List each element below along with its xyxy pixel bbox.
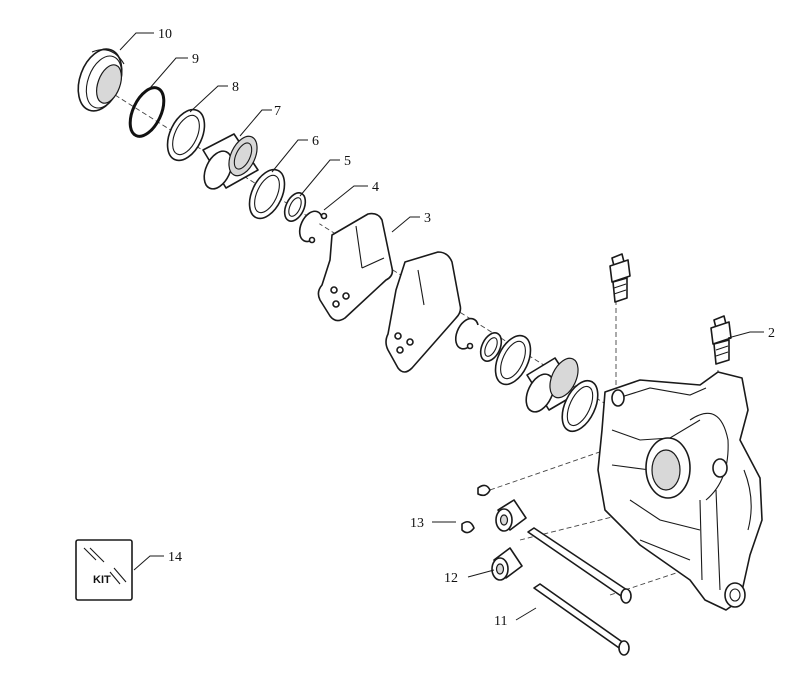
- kit-box-part-14: KIT: [75, 539, 133, 601]
- bleed-screw-left: [609, 253, 631, 303]
- piston-part-7: [202, 133, 259, 190]
- bushing-upper: [495, 499, 527, 532]
- small-ring-part-5: [283, 192, 307, 222]
- small-ring-rear: [479, 332, 503, 362]
- piston-rear: [525, 357, 579, 413]
- callout-11: 11: [494, 614, 507, 629]
- brake-pad-rear-part-3: [385, 251, 462, 373]
- callout-9: 9: [192, 52, 199, 67]
- callout-12: 12: [444, 571, 458, 586]
- callout-8: 8: [232, 80, 239, 95]
- callout-13: 13: [410, 516, 424, 531]
- guide-pin-upper: [527, 527, 632, 604]
- kit-label: KIT: [93, 574, 111, 586]
- caliper-body: [597, 371, 763, 611]
- callout-10: 10: [158, 27, 172, 42]
- bleed-screw-right-part-2: [710, 315, 732, 365]
- brake-pad-front-part-3: [317, 212, 394, 322]
- bushing-lower-part-12: [491, 547, 523, 581]
- seal-ring-rear-outer: [561, 379, 599, 433]
- guide-pin-lower-part-11: [533, 583, 630, 656]
- callout-3: 3: [424, 211, 431, 226]
- callout-2: 2: [768, 326, 775, 341]
- callout-6: 6: [312, 134, 319, 149]
- callout-4: 4: [372, 180, 379, 195]
- seal-ring-part-6: [248, 168, 286, 220]
- callout-5: 5: [344, 154, 351, 169]
- seal-ring-part-8: [166, 108, 206, 162]
- circlip-rear: [454, 317, 479, 350]
- leader-lines: [119, 32, 764, 621]
- callout-numbers: 10 9 8 7 6 5 4 3 2 13 14 12 11: [158, 27, 775, 629]
- circlip-part-4: [298, 210, 328, 244]
- callout-14: 14: [168, 550, 182, 565]
- cap-part-10: [77, 48, 125, 112]
- callout-7: 7: [274, 104, 281, 119]
- o-ring-part-9: [128, 86, 166, 138]
- seal-ring-rear: [494, 334, 532, 386]
- spring-clip-part-13: [461, 484, 491, 534]
